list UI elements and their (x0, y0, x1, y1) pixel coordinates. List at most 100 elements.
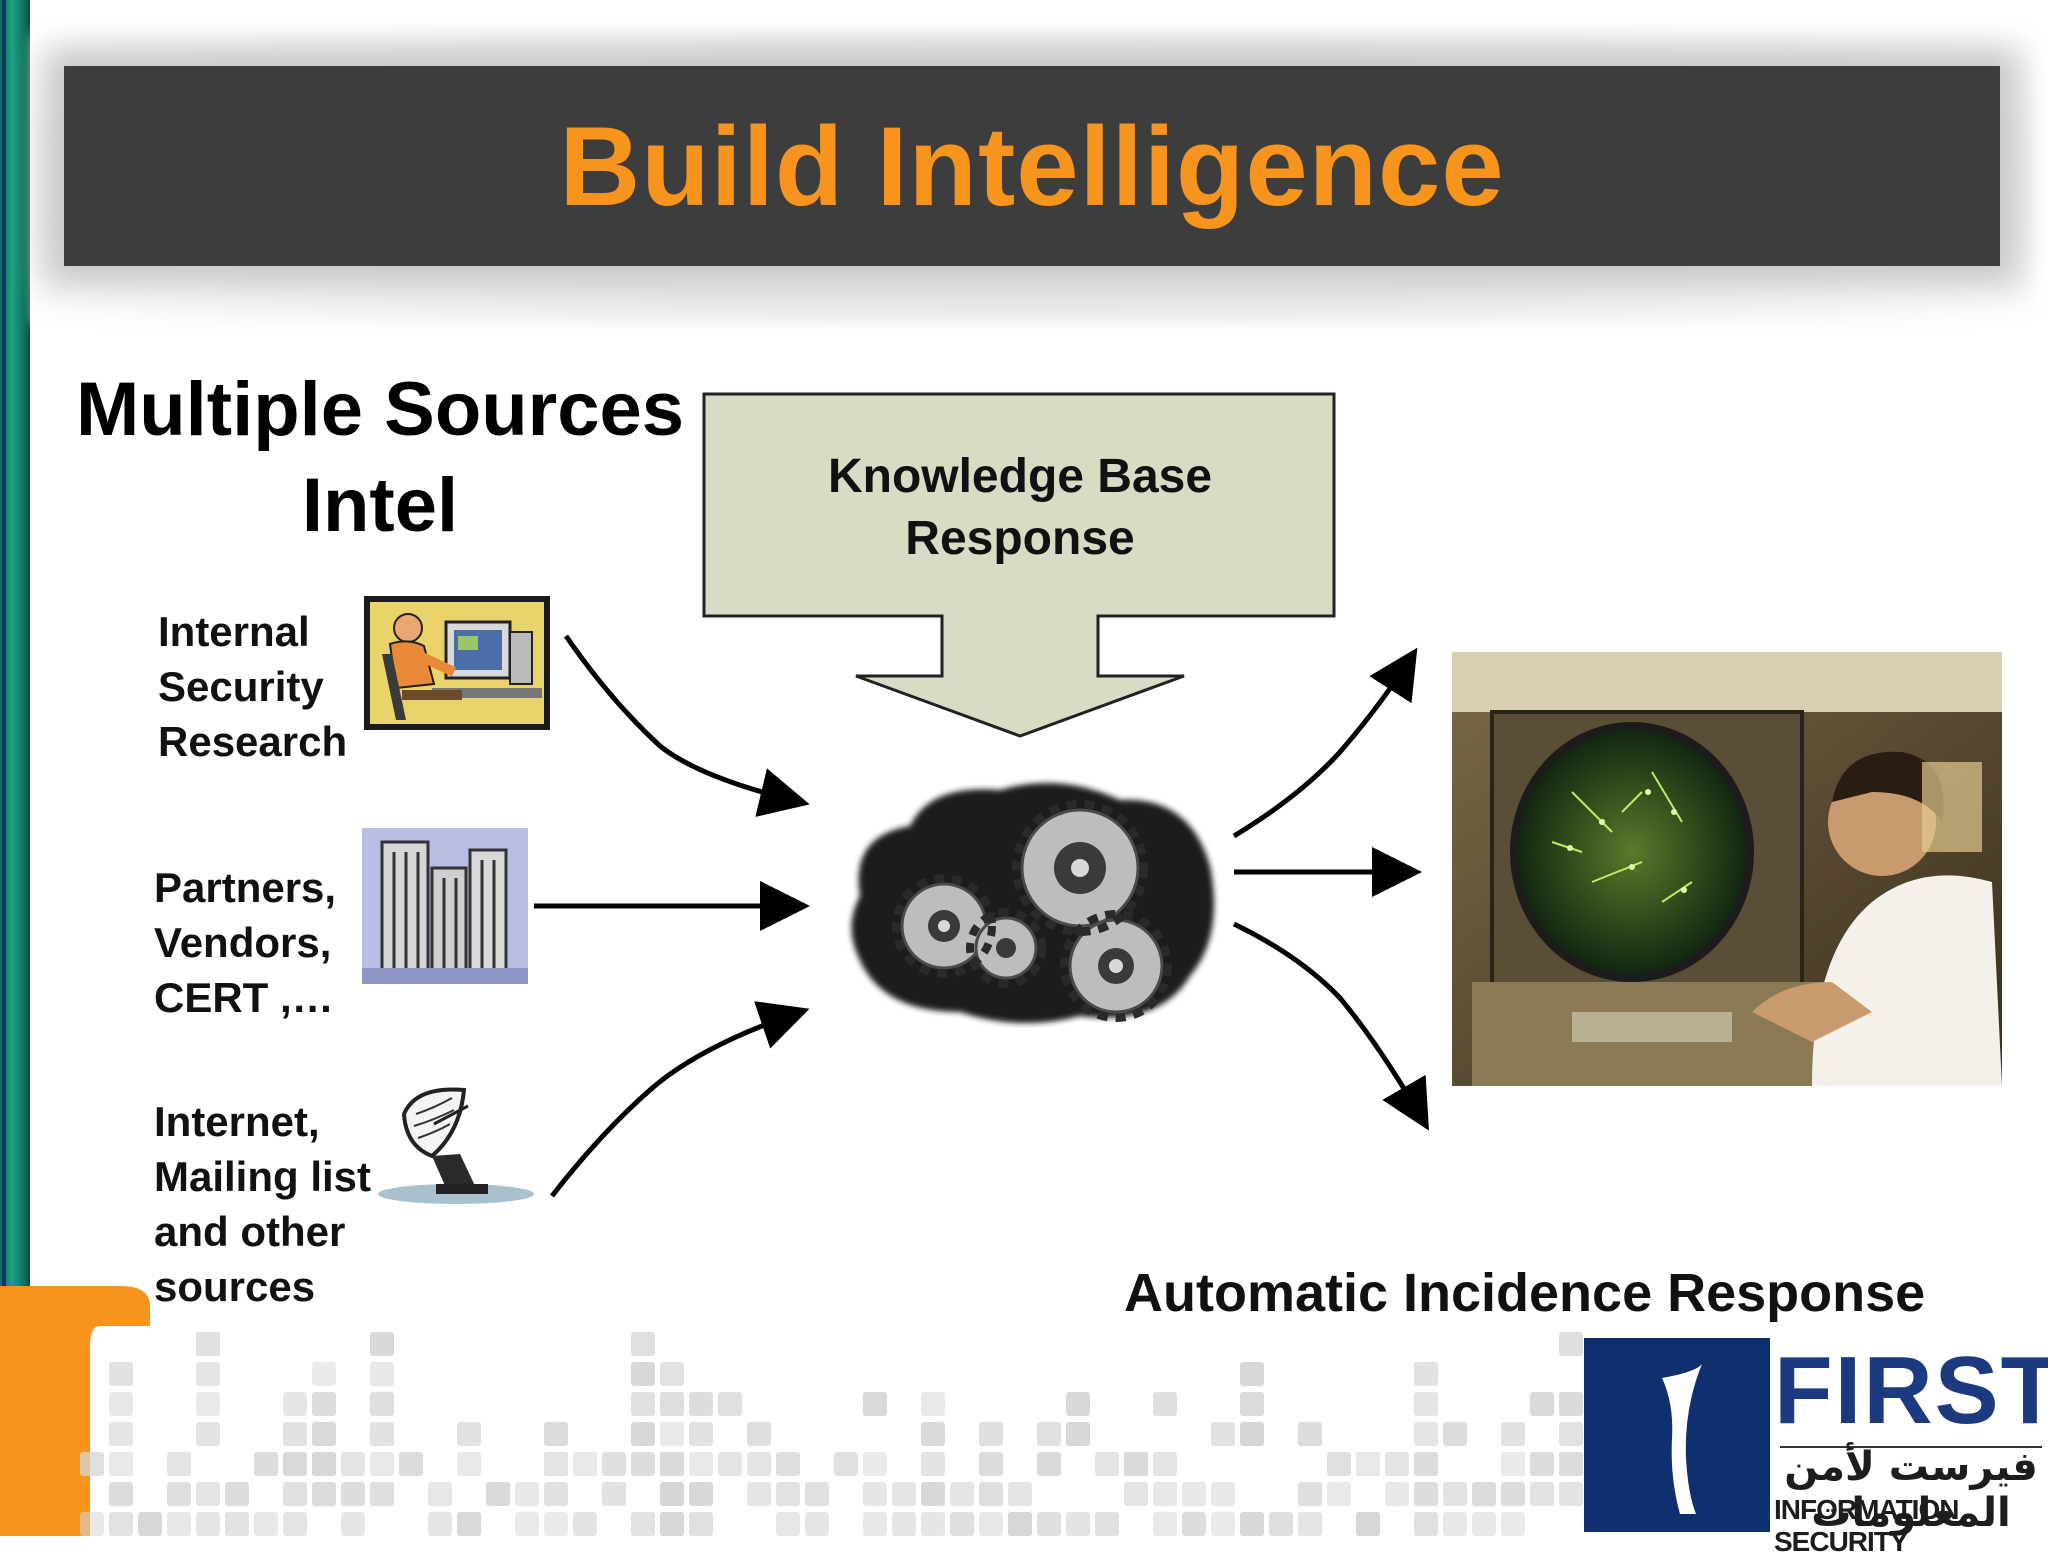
pattern-tile (892, 1512, 916, 1536)
pattern-tile (312, 1362, 336, 1386)
pattern-tile (921, 1422, 945, 1446)
pattern-tile (660, 1482, 684, 1506)
pattern-tile (457, 1452, 481, 1476)
pattern-tile (1211, 1482, 1235, 1506)
pattern-tile (1037, 1452, 1061, 1476)
office-buildings-icon (362, 828, 528, 984)
pattern-tile (1037, 1422, 1061, 1446)
arrow-gears-down-out (1232, 921, 1430, 1131)
source-partners-label: Partners, Vendors, CERT ,… (154, 860, 336, 1025)
sources-heading: Multiple Sources Intel (50, 362, 710, 554)
pattern-tile (573, 1452, 597, 1476)
pattern-tile (1501, 1452, 1525, 1476)
pattern-tile (602, 1452, 626, 1476)
pattern-tile (1211, 1422, 1235, 1446)
sources-heading-line1: Multiple Sources (75, 367, 685, 452)
pattern-tile (863, 1482, 887, 1506)
pattern-tile (631, 1452, 655, 1476)
pattern-tile (1414, 1362, 1438, 1386)
pattern-tile (225, 1482, 249, 1506)
logo-divider (1780, 1446, 2042, 1448)
pattern-tile (631, 1422, 655, 1446)
pattern-tile (1443, 1512, 1467, 1536)
pattern-tile (979, 1452, 1003, 1476)
pattern-tile (892, 1482, 916, 1506)
pattern-tile (660, 1512, 684, 1536)
pattern-tile (979, 1482, 1003, 1506)
pattern-tile (776, 1482, 800, 1506)
source-internet-line: Internet, (154, 1098, 320, 1145)
pattern-tile (1501, 1422, 1525, 1446)
pattern-tile (225, 1512, 249, 1536)
pixel-pattern-decoration (80, 1332, 1583, 1536)
pattern-tile (1414, 1392, 1438, 1416)
pattern-tile (1182, 1512, 1206, 1536)
pattern-tile (1385, 1452, 1409, 1476)
pattern-tile (370, 1482, 394, 1506)
pattern-tile (283, 1512, 307, 1536)
pattern-tile (1240, 1362, 1264, 1386)
knowledge-base-line1: Knowledge Base (827, 450, 1213, 503)
pattern-tile (109, 1392, 133, 1416)
source-internet-line: Mailing list (154, 1153, 372, 1200)
arrow-gears-up-out (1232, 647, 1418, 839)
pattern-tile (718, 1452, 742, 1476)
pattern-tile (109, 1452, 133, 1476)
source-internal-line: Security (158, 663, 324, 710)
pattern-tile (1037, 1512, 1061, 1536)
pattern-tile (457, 1422, 481, 1446)
computer-user-icon (364, 596, 550, 730)
pattern-tile (515, 1482, 539, 1506)
pattern-tile (1211, 1512, 1235, 1536)
logo-name: FIRST (1774, 1337, 2048, 1444)
pattern-tile (341, 1512, 365, 1536)
pattern-tile (631, 1512, 655, 1536)
pattern-tile (660, 1392, 684, 1416)
source-internal-label: Internal Security Research (158, 604, 347, 769)
pattern-tile (283, 1452, 307, 1476)
pattern-tile (1066, 1392, 1090, 1416)
pattern-tile (776, 1512, 800, 1536)
pattern-tile (370, 1392, 394, 1416)
pattern-tile (1530, 1392, 1554, 1416)
pattern-tile (1414, 1452, 1438, 1476)
pattern-tile (196, 1392, 220, 1416)
pattern-tile (1095, 1512, 1119, 1536)
pattern-tile (1530, 1482, 1554, 1506)
pattern-tile (1153, 1452, 1177, 1476)
pattern-tile (747, 1452, 771, 1476)
pattern-tile (109, 1362, 133, 1386)
first-logo: FIRST فيرست لأمن المعلومات INFORMATION S… (1584, 1337, 2048, 1557)
pattern-tile (660, 1422, 684, 1446)
pattern-tile (1559, 1422, 1583, 1446)
pattern-tile (805, 1482, 829, 1506)
pattern-tile (1066, 1422, 1090, 1446)
pattern-tile (689, 1482, 713, 1506)
pattern-tile (631, 1362, 655, 1386)
source-internet-label: Internet, Mailing list and other sources (154, 1094, 371, 1314)
pattern-tile (1240, 1392, 1264, 1416)
pattern-tile (312, 1392, 336, 1416)
logo-mark (1584, 1338, 1770, 1532)
pattern-tile (1472, 1512, 1496, 1536)
pattern-tile (544, 1482, 568, 1506)
pattern-tile (1559, 1452, 1583, 1476)
output-label: Automatic Incidence Response (1124, 1263, 1926, 1323)
pattern-tile (1414, 1482, 1438, 1506)
pattern-tile (689, 1452, 713, 1476)
gears-icon (851, 782, 1215, 1024)
orange-corner-decoration (0, 1286, 150, 1536)
pattern-tile (689, 1422, 713, 1446)
pattern-tile (1153, 1512, 1177, 1536)
pattern-tile (689, 1392, 713, 1416)
source-internal-line: Internal (158, 608, 310, 655)
pattern-tile (1182, 1482, 1206, 1506)
pattern-tile (950, 1512, 974, 1536)
pattern-tile (921, 1482, 945, 1506)
arrow-internet-to-gears (550, 1001, 810, 1198)
pattern-tile (196, 1422, 220, 1446)
source-internet-line: and other (154, 1208, 346, 1255)
pattern-tile (283, 1482, 307, 1506)
title-banner: Build Intelligence (64, 66, 2000, 266)
sources-heading-line2: Intel (301, 463, 459, 548)
